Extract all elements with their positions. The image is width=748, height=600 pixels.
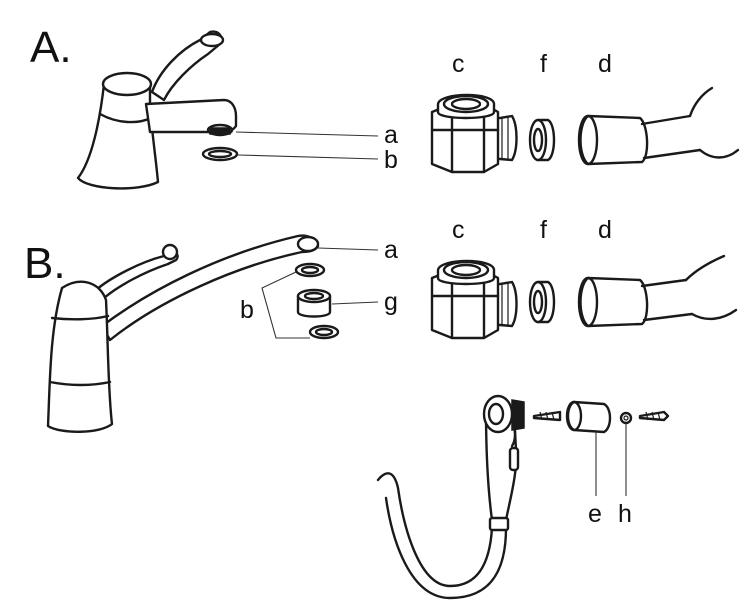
label-b-mid: b — [240, 296, 254, 324]
washer-f-mid — [528, 280, 556, 324]
label-e: e — [588, 500, 602, 528]
section-b-label: B. — [24, 239, 66, 288]
hose-nut-d-mid — [577, 254, 738, 328]
label-a-mid: a — [384, 236, 398, 264]
leader-a-top — [235, 131, 379, 137]
insert-g — [296, 288, 332, 318]
label-d-top: d — [598, 50, 612, 78]
label-d-mid: d — [598, 216, 612, 244]
screw-right — [638, 410, 670, 422]
label-f-top: f — [540, 50, 547, 78]
label-a-top: a — [384, 121, 398, 149]
screw-left — [532, 410, 562, 422]
faucet-b — [46, 234, 320, 433]
adapter-c-top — [430, 93, 518, 174]
leader-a-mid — [317, 247, 379, 251]
dowel-h — [619, 411, 633, 425]
label-h: h — [618, 500, 632, 528]
washer-f-top — [528, 118, 556, 162]
hand-shower — [376, 394, 525, 600]
label-f-mid: f — [540, 216, 547, 244]
label-g: g — [384, 288, 398, 316]
section-a-label: A. — [30, 23, 72, 72]
label-c-top: c — [452, 50, 465, 78]
adapter-c-mid — [430, 259, 518, 340]
leader-g — [331, 301, 379, 305]
hose-nut-d-top — [577, 86, 740, 166]
label-b-top: b — [384, 146, 398, 174]
leader-b-bracket — [261, 271, 310, 339]
label-c-mid: c — [452, 216, 465, 244]
wall-bracket-e — [565, 400, 612, 434]
leader-b-top — [237, 154, 379, 160]
faucet-a — [76, 30, 238, 190]
